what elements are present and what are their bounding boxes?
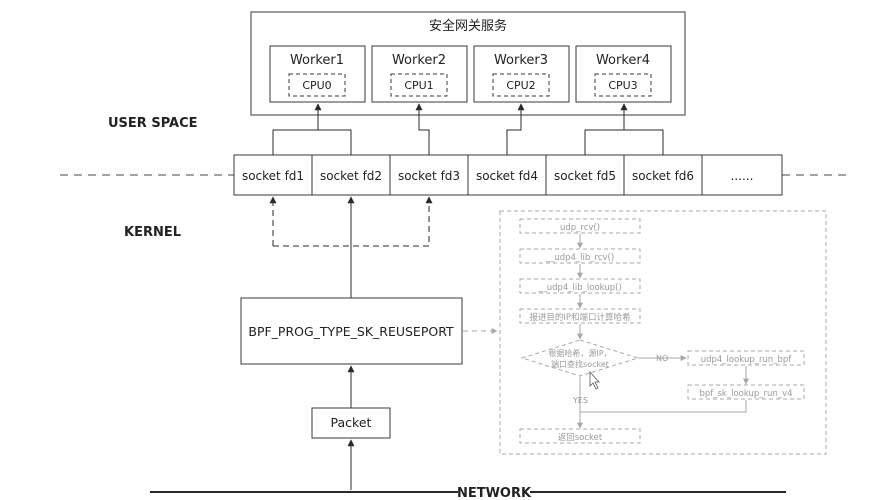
cpu-label: CPU3	[608, 79, 637, 92]
cpu-label: CPU1	[404, 79, 433, 92]
no-label: NO	[656, 354, 668, 363]
flow-side-step	[687, 384, 805, 400]
decision-line-1: 根据哈希，源IP，	[548, 348, 611, 358]
worker-2: Worker2 CPU1	[371, 45, 468, 103]
worker-1: Worker1 CPU0	[269, 45, 366, 103]
flow-step	[519, 428, 641, 444]
bpf-program-box: BPF_PROG_TYPE_SK_REUSEPORT	[240, 297, 463, 365]
flow-step	[519, 248, 641, 264]
reuseport-dashed-routing	[269, 196, 433, 247]
flow-side-step-label: udp4_lookup_run_bpf	[701, 355, 793, 365]
gateway-service-box: 安全网关服务 Worker1 CPU0 Worker2 CPU1 Worker3…	[250, 11, 686, 116]
worker-3: Worker3 CPU2	[473, 45, 570, 103]
socket-cell	[545, 154, 625, 196]
bpf-program-label: BPF_PROG_TYPE_SK_REUSEPORT	[248, 324, 454, 339]
packet-label: Packet	[331, 415, 372, 430]
flow-side-step-label: bpf_sk_lookup_run_v4	[699, 389, 792, 399]
lookup-flow-panel: udp_rcv() __udp4_lib_rcv() __udp4_lib_lo…	[463, 210, 827, 455]
flow-step	[519, 308, 641, 324]
flow-side-step	[687, 350, 805, 366]
flow-decision	[520, 339, 640, 377]
socket-cell	[701, 154, 783, 196]
user-space-label: USER SPACE	[108, 116, 198, 131]
worker-label: Worker3	[494, 53, 548, 68]
flow-step-label: __udp4_lib_lookup()	[537, 283, 622, 293]
mouse-cursor-icon	[589, 370, 600, 390]
socket-strip: socket fd1 socket fd2 socket fd3 socket …	[233, 154, 783, 196]
socket-label: socket fd2	[320, 169, 382, 183]
worker-label: Worker4	[596, 53, 650, 68]
socket-label: socket fd1	[242, 169, 304, 183]
flow-step-label: 报进目的IP和端口计算哈希	[529, 312, 630, 323]
worker-label: Worker1	[290, 53, 344, 68]
socket-cell	[311, 154, 391, 196]
flow-step-label: udp_rcv()	[560, 223, 600, 233]
socket-cell	[389, 154, 469, 196]
cpu-label: CPU0	[302, 79, 331, 92]
socket-label: socket fd4	[476, 169, 538, 183]
cpu-label: CPU2	[506, 79, 535, 92]
socket-to-worker-connectors	[272, 103, 664, 155]
flow-step	[519, 218, 641, 234]
flow-step	[519, 278, 641, 294]
packet-box: Packet	[311, 407, 391, 439]
service-title: 安全网关服务	[429, 18, 507, 34]
worker-4: Worker4 CPU3	[575, 45, 672, 103]
socket-cell	[623, 154, 703, 196]
yes-label: YES	[572, 396, 588, 405]
socket-label: ......	[731, 169, 754, 183]
worker-label: Worker2	[392, 53, 446, 68]
socket-label: socket fd5	[554, 169, 616, 183]
flow-step-label: __udp4_lib_rcv()	[545, 253, 614, 263]
kernel-label: KERNEL	[124, 225, 181, 240]
flow-return-label: 返回socket	[558, 432, 603, 443]
socket-label: socket fd3	[398, 169, 460, 183]
decision-line-2: 端口查找socket	[551, 359, 609, 369]
socket-label: socket fd6	[632, 169, 694, 183]
network-label: NETWORK	[457, 486, 532, 500]
